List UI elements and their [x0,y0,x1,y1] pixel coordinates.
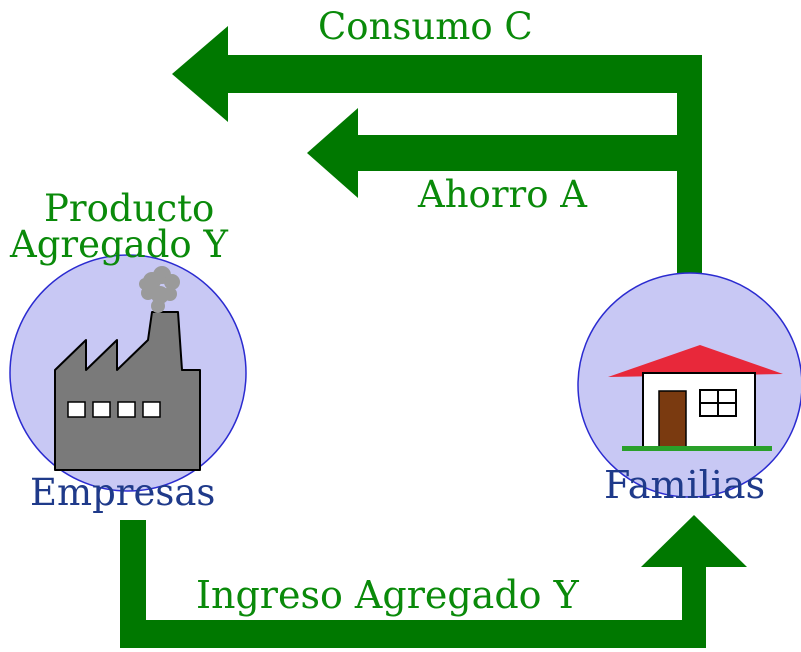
factory-icon [54,311,201,471]
ingreso-arrow [120,515,747,648]
consumo-label: Consumo C [318,5,533,48]
consumo-arrow [172,26,702,122]
familias-vertical-flow [677,55,702,277]
familias-label: Familias [604,463,766,507]
house-icon [608,345,783,451]
ingreso-label: Ingreso Agregado Y [196,573,579,617]
ahorro-arrow [307,108,702,198]
ahorro-label: Ahorro A [418,173,587,216]
producto-label-line2: Agregado Y [10,223,228,266]
empresas-label: Empresas [30,471,216,514]
producto-label-line1: Producto [44,187,215,230]
smoke-icon [139,266,180,313]
